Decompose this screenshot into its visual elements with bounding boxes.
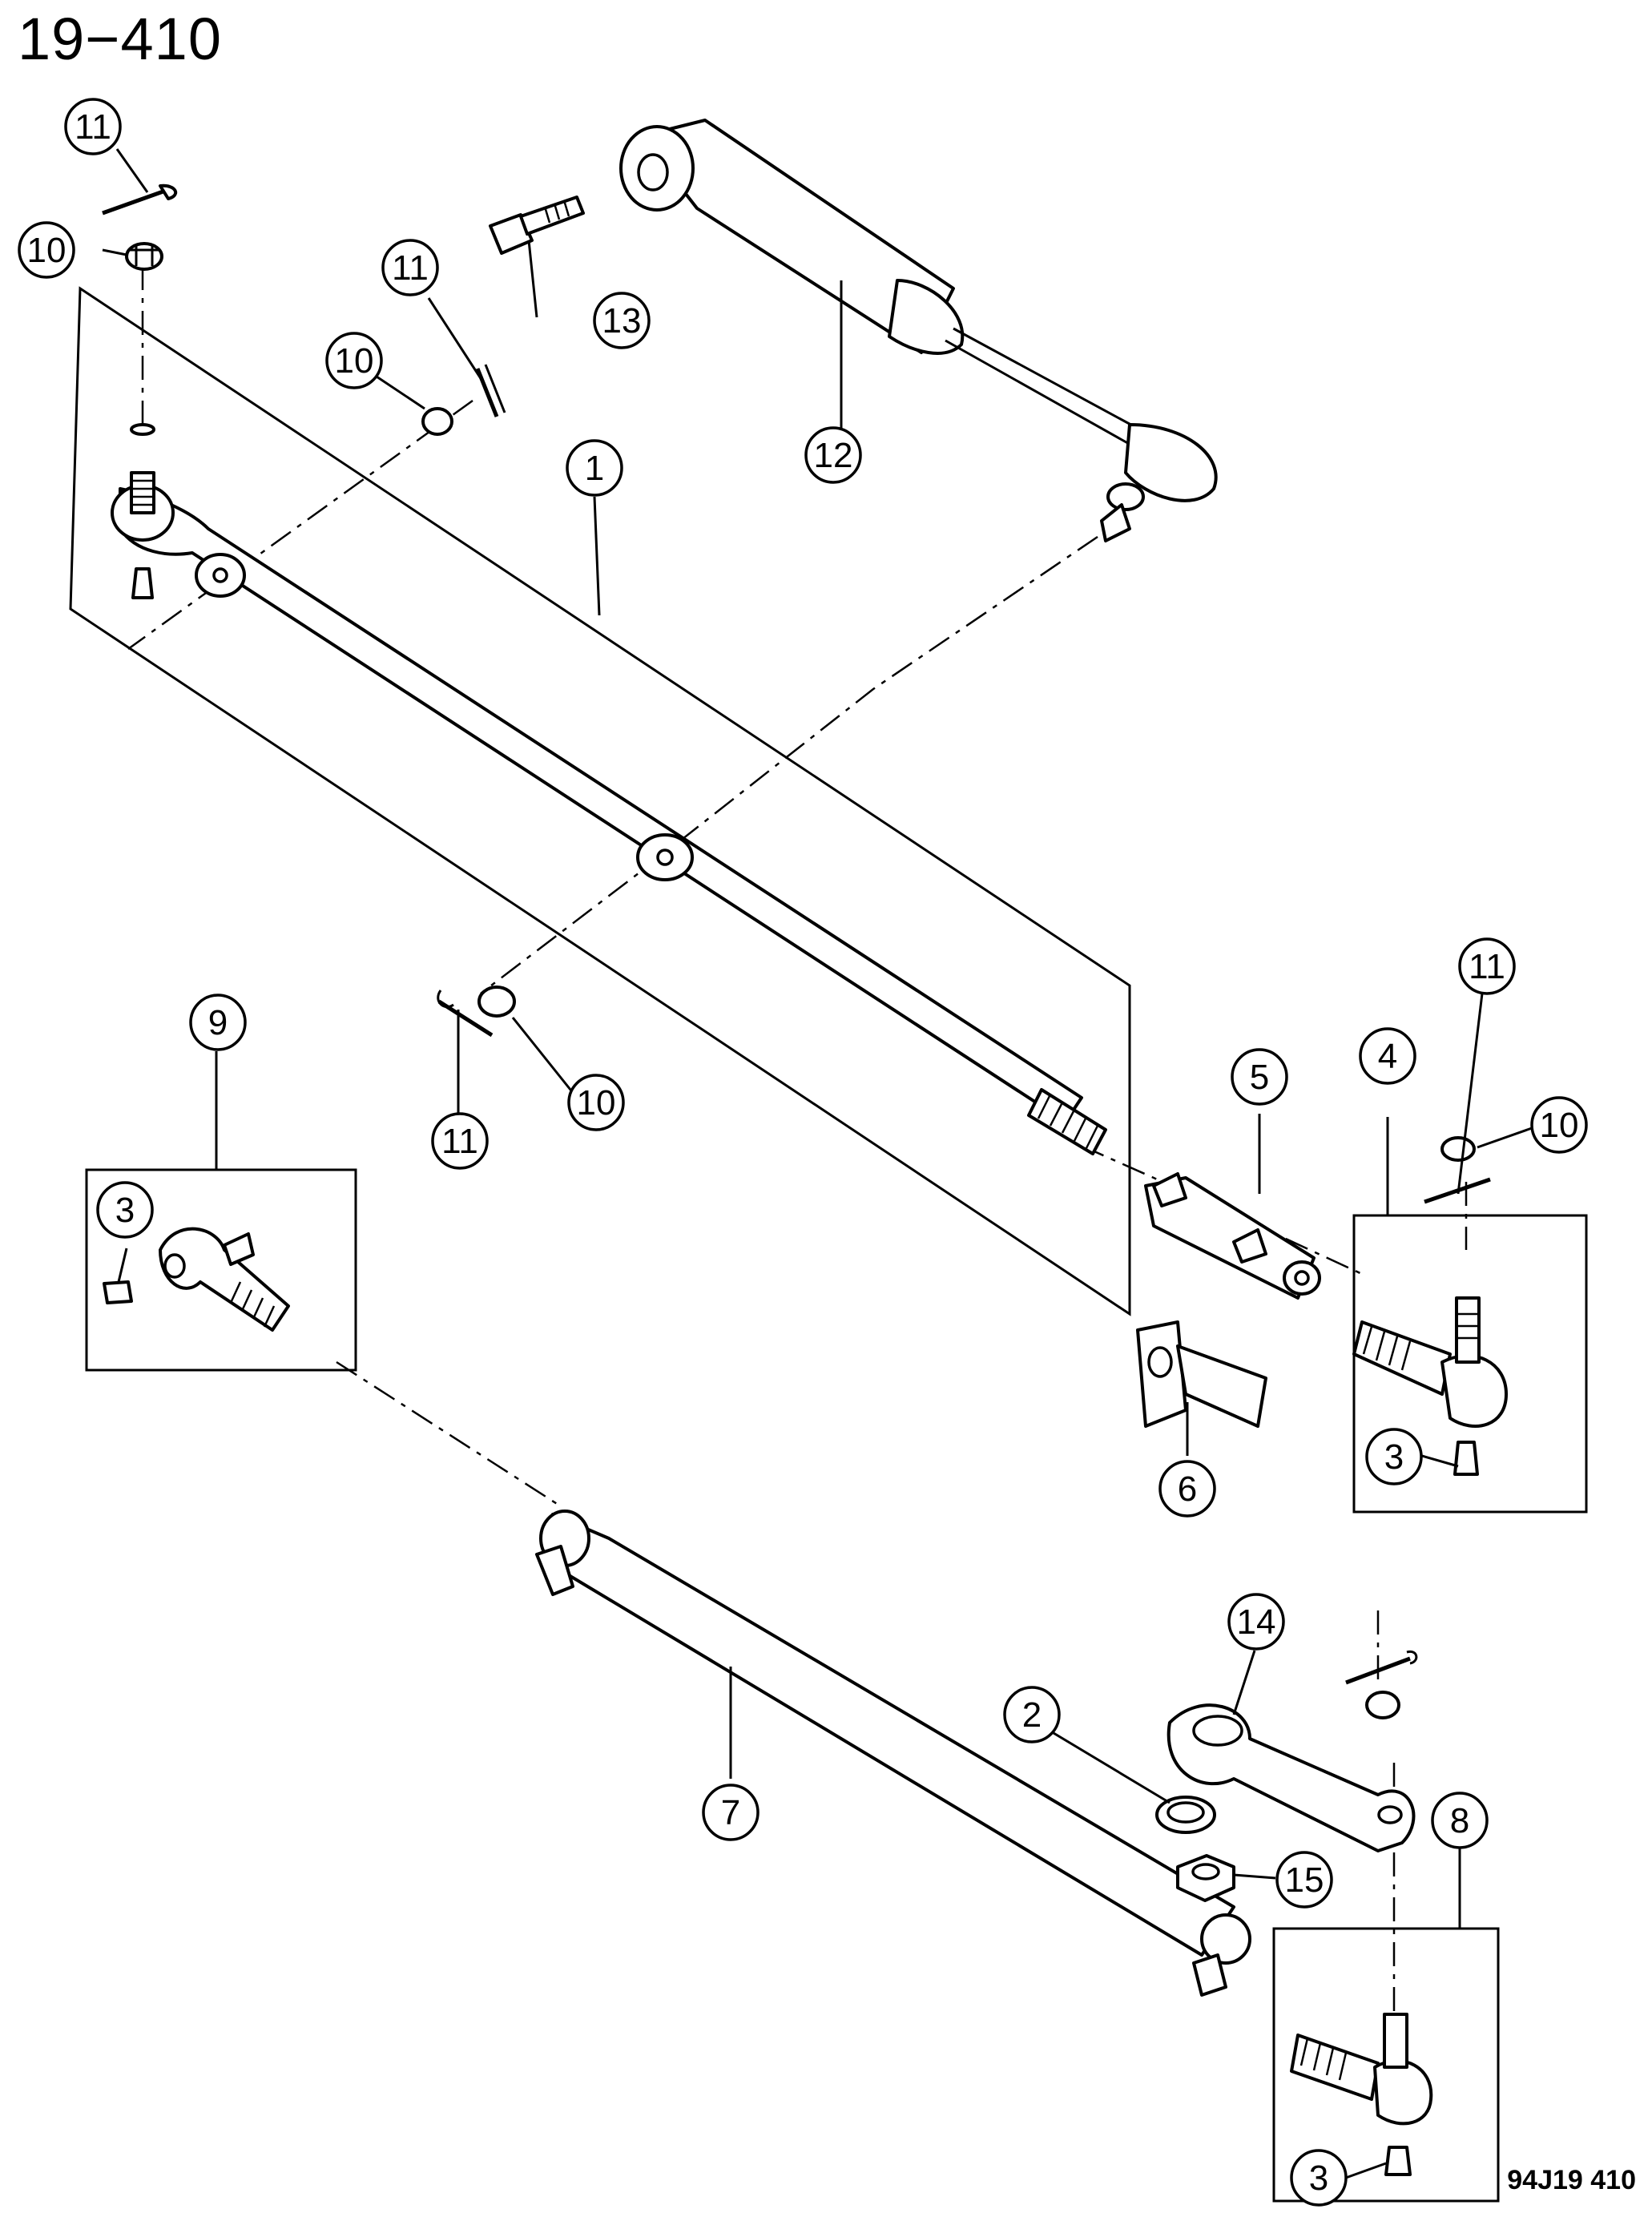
svg-text:14: 14 [1237,1602,1276,1642]
castle-nut-pitman [1367,1692,1399,1718]
callout-10-upper-mid: 10 [327,333,381,388]
svg-text:2: 2 [1022,1695,1042,1735]
callout-10-lower-mid: 10 [569,1075,623,1130]
callout-10-top-left: 10 [19,223,74,277]
drag-link [537,1511,1250,1995]
svg-text:3: 3 [1309,2159,1328,2198]
steering-damper [621,120,1216,541]
callouts: 11 10 11 10 13 12 1 9 [19,99,1586,2205]
svg-text:10: 10 [1540,1106,1579,1145]
svg-text:10: 10 [577,1083,616,1123]
svg-text:7: 7 [721,1793,740,1832]
castle-nut-upper-mid [423,409,452,434]
callout-7: 7 [703,1785,758,1840]
svg-text:4: 4 [1378,1037,1397,1076]
cotter-pin-top-left [103,186,175,213]
callout-15: 15 [1277,1852,1332,1907]
svg-text:13: 13 [602,301,642,341]
svg-text:10: 10 [335,341,374,381]
adjusting-sleeve [1146,1174,1320,1298]
callout-11-right: 11 [1460,939,1514,994]
cotter-pin-upper-mid [477,365,505,417]
callout-3-left: 3 [98,1183,152,1237]
svg-text:9: 9 [208,1003,228,1042]
svg-text:10: 10 [27,231,66,270]
bolt-13 [490,197,583,253]
svg-text:3: 3 [115,1191,135,1230]
callout-3-bottom: 3 [1291,2150,1346,2205]
svg-text:1: 1 [585,449,604,488]
callout-5: 5 [1232,1050,1287,1104]
castle-nut-lower-mid [479,987,514,1016]
callout-13: 13 [594,293,649,348]
callout-12: 12 [806,428,860,482]
callout-14: 14 [1229,1594,1283,1649]
svg-text:11: 11 [441,1122,478,1161]
cotter-pin-pitman [1346,1651,1416,1683]
svg-text:8: 8 [1450,1801,1469,1840]
callout-10-right: 10 [1532,1098,1586,1152]
callout-1: 1 [567,441,622,495]
svg-text:6: 6 [1178,1469,1197,1509]
svg-text:15: 15 [1285,1860,1324,1900]
tie-rod [112,425,1106,1154]
figure-id: 94J19 410 [1507,2165,1636,2196]
callout-11-lower-mid: 11 [433,1114,487,1168]
svg-text:11: 11 [1469,947,1505,986]
callout-11-top-left: 11 [66,99,120,154]
clamp-bracket [1138,1322,1266,1426]
svg-text:12: 12 [814,436,853,475]
svg-text:11: 11 [392,248,429,288]
callout-2: 2 [1005,1687,1059,1742]
lock-washer [1157,1797,1215,1832]
callout-3-right: 3 [1367,1429,1421,1484]
callout-8: 8 [1432,1793,1487,1848]
callout-4: 4 [1360,1029,1415,1083]
castle-nut-top-left [127,244,162,269]
svg-text:3: 3 [1384,1437,1404,1477]
svg-text:5: 5 [1250,1058,1269,1097]
callout-11-upper-mid: 11 [383,240,437,295]
callout-6: 6 [1160,1461,1215,1516]
castle-nut-right [1442,1138,1474,1160]
callout-9: 9 [191,995,245,1050]
svg-text:11: 11 [75,107,111,147]
